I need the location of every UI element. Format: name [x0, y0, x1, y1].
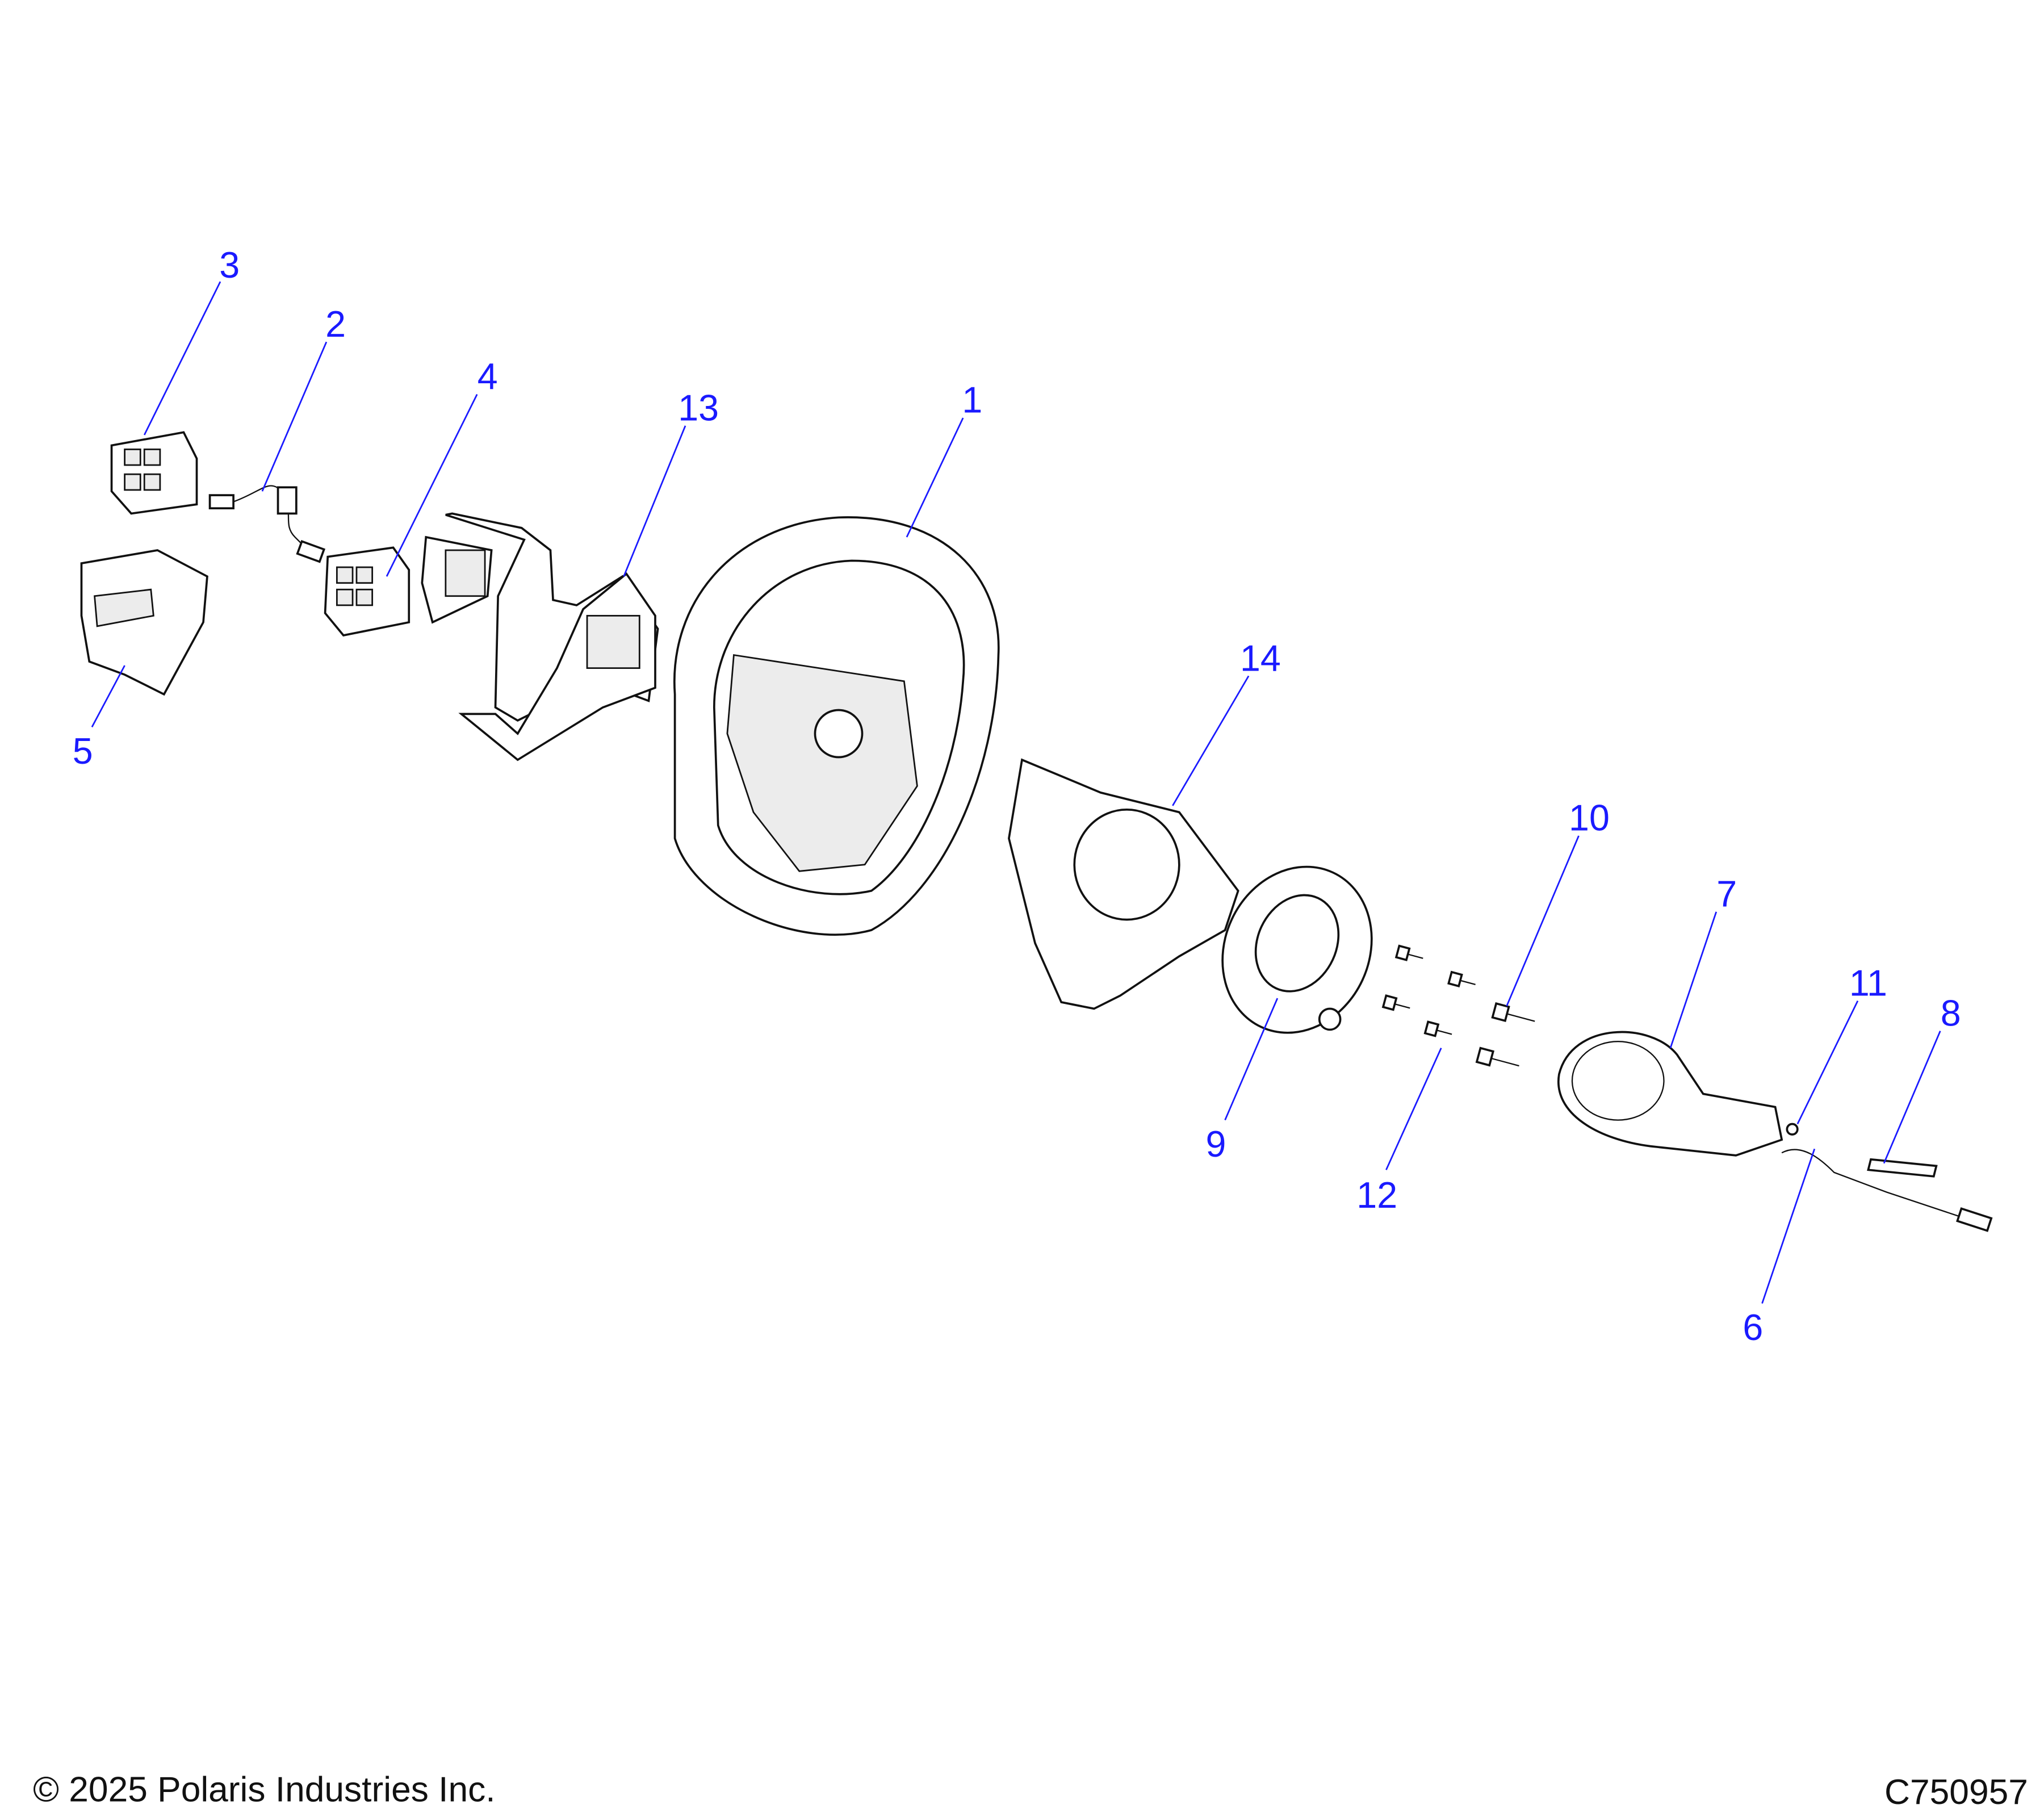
callout-3: 3	[219, 245, 240, 286]
callout-9: 9	[1205, 1124, 1226, 1165]
part-5-cover	[80, 549, 208, 696]
callout-1: 1	[962, 380, 982, 421]
callout-10: 10	[1569, 798, 1610, 839]
callout-5: 5	[73, 731, 93, 772]
part-14-rear-cover	[1008, 758, 1239, 1010]
part-2-harness	[208, 485, 326, 563]
part-9-plate	[1221, 865, 1373, 1034]
part-8-clip	[1867, 1158, 1938, 1178]
part-13-bezel	[421, 512, 659, 761]
callout-7: 7	[1716, 874, 1737, 915]
copyright-text: © 2025 Polaris Industries Inc.	[33, 1770, 495, 1809]
callout-8: 8	[1941, 993, 1961, 1033]
callout-6: 6	[1743, 1307, 1763, 1348]
part-3-switch-module	[110, 431, 198, 515]
part-11-screw	[1786, 1123, 1799, 1136]
callout-12: 12	[1356, 1175, 1397, 1216]
part-4-switch-module	[324, 546, 411, 637]
part-6-clockspring-harness	[1781, 1149, 1993, 1232]
callout-4: 4	[478, 356, 498, 397]
callout-13: 13	[678, 388, 719, 429]
leader-lines	[91, 281, 1941, 1304]
callout-2: 2	[325, 304, 346, 345]
part-7-shroud	[1557, 1031, 1783, 1157]
bolts-10-12	[1381, 944, 1535, 1067]
callout-14: 14	[1240, 638, 1281, 679]
part-1-steering-wheel	[673, 516, 1000, 936]
callout-11: 11	[1849, 962, 1887, 1003]
drawing-number: C750957	[1884, 1773, 2028, 1812]
